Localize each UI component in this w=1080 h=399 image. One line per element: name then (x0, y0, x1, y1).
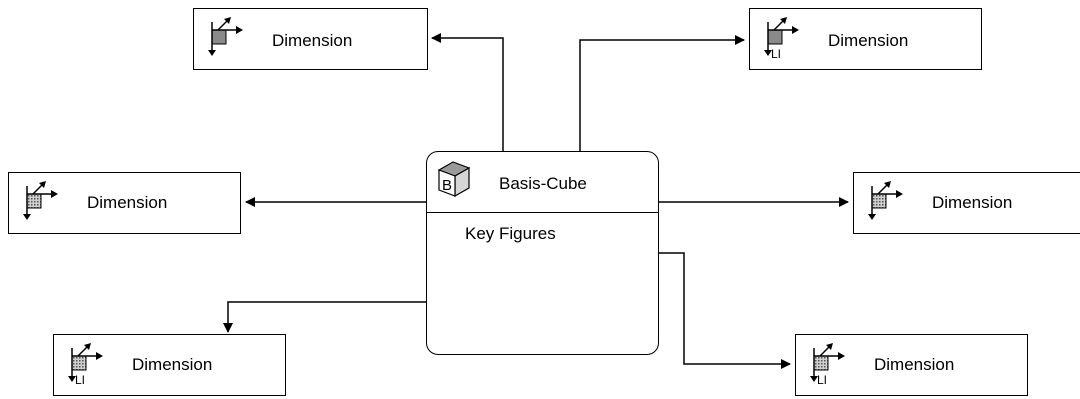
dimension-box-bottom-left: LI Dimension (53, 334, 286, 396)
dimension-box-mid-right: Dimension (853, 172, 1080, 234)
connector-bottom-right (658, 252, 791, 369)
dimension-axis-down-arrow (208, 50, 216, 56)
dimension-axis-right-arrow (96, 352, 103, 360)
dimension-axis-diagonal (217, 19, 229, 31)
line-item-mark: LI (75, 373, 85, 386)
dimension-square (871, 193, 887, 209)
dimension-axis-diagonal (819, 345, 831, 357)
dimension-label: Dimension (932, 193, 1013, 212)
key-figures-label: Key Figures (465, 224, 556, 243)
connector-top-right (579, 35, 745, 152)
dimension-box-mid-left: Dimension (8, 172, 241, 234)
dimension-icon (208, 17, 243, 56)
dimension-axis-diagonal (32, 183, 44, 195)
dimension-axis-right-arrow (792, 26, 799, 34)
dimension-axis-diagonal-arrow (826, 343, 833, 350)
dimension-square (71, 355, 87, 371)
dimension-icon (868, 181, 903, 220)
cube-icon: B (437, 161, 471, 198)
dimension-axis-right-arrow (896, 190, 903, 198)
dimension-icon (23, 181, 58, 220)
dimension-axis-diagonal-arrow (224, 17, 231, 24)
dimension-axis-diagonal (877, 183, 889, 195)
dimension-square (211, 29, 227, 45)
dimension-axis-diagonal-arrow (780, 17, 787, 24)
dimension-axis-down-arrow (764, 50, 772, 56)
dimension-axis-down-arrow (23, 214, 31, 220)
dimension-axis-right-arrow (838, 352, 845, 360)
dimension-axis-right-arrow (236, 26, 243, 34)
dimension-box-top-right: LI Dimension (749, 8, 982, 70)
dimension-axis-right-arrow (51, 190, 58, 198)
dimension-axis-diagonal-arrow (84, 343, 91, 350)
line-item-mark: LI (817, 373, 827, 386)
dimension-icon: LI (68, 343, 103, 386)
dimension-box-top-left: Dimension (193, 8, 428, 70)
dimension-label: Dimension (132, 355, 213, 374)
dimension-label: Dimension (874, 355, 955, 374)
dimension-axis-diagonal (77, 345, 89, 357)
dimension-axis-diagonal (773, 19, 785, 31)
dimension-icon: LI (810, 343, 845, 386)
dimension-icon: LI (764, 17, 799, 60)
cube-divider (427, 212, 658, 213)
dimension-label: Dimension (87, 193, 168, 212)
cube-title: Basis-Cube (499, 174, 587, 193)
dimension-box-bottom-right: LI Dimension (795, 334, 1028, 396)
dimension-axis-down-arrow (68, 376, 76, 382)
dimension-square (26, 193, 42, 209)
dimension-square (813, 355, 829, 371)
dimension-label: Dimension (272, 31, 353, 50)
connector-bottom-left (223, 301, 427, 333)
connector-top-left (431, 33, 504, 152)
dimension-axis-diagonal-arrow (884, 181, 891, 188)
line-item-mark: LI (771, 47, 781, 60)
cube-letter: B (442, 177, 452, 194)
dimension-axis-diagonal-arrow (39, 181, 46, 188)
basis-cube: B Basis-Cube Key Figures (426, 151, 659, 355)
dimension-axis-down-arrow (868, 214, 876, 220)
dimension-axis-down-arrow (810, 376, 818, 382)
dimension-square (767, 29, 783, 45)
dimension-label: Dimension (828, 31, 909, 50)
